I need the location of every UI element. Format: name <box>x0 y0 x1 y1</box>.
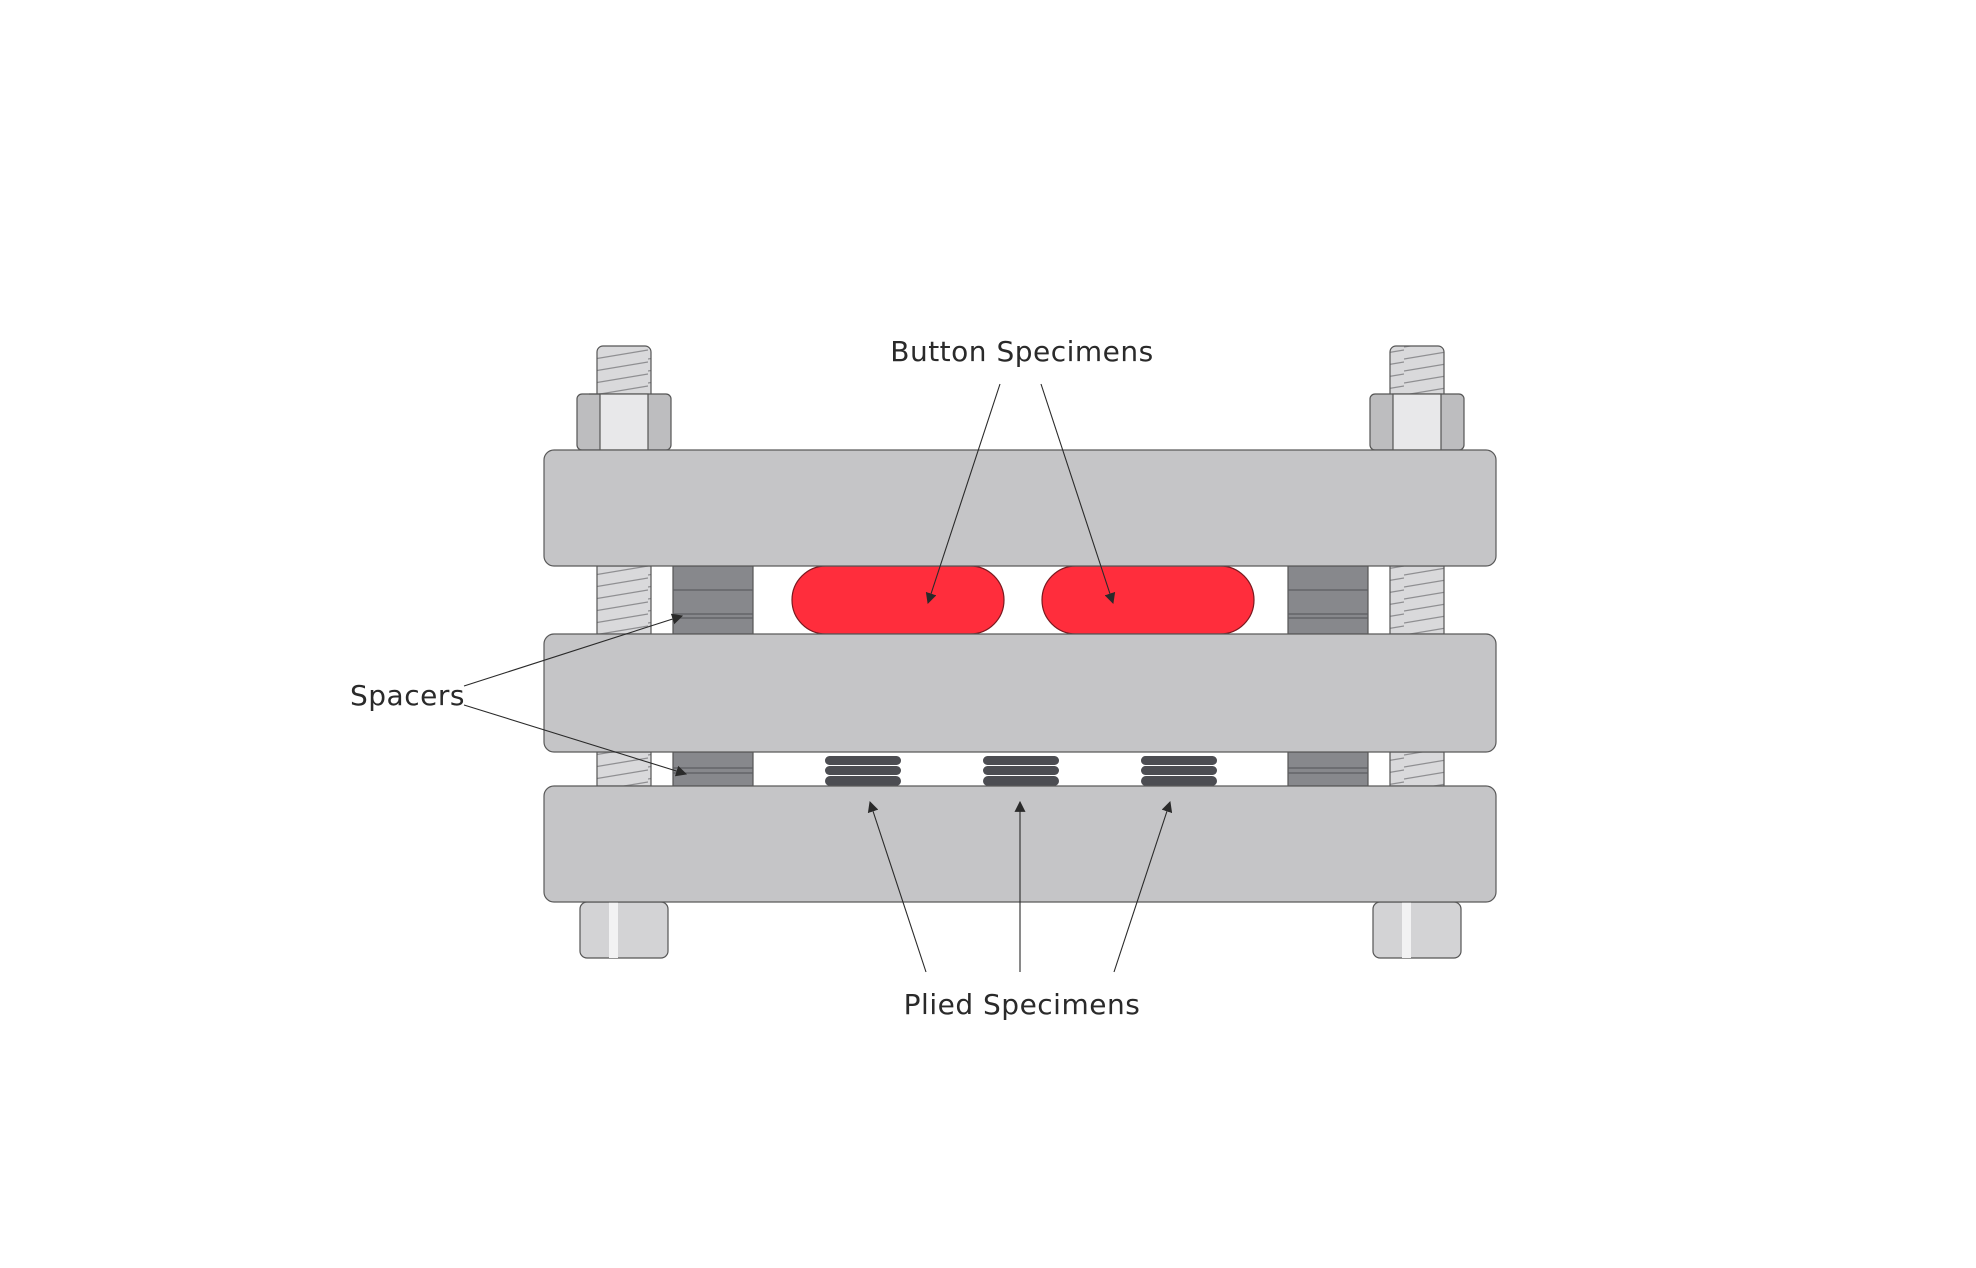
top-plate <box>543 449 1497 567</box>
left-top-hex-nut-icon <box>576 393 672 451</box>
left-bottom-hex-nut-icon <box>579 901 669 959</box>
right-bolt-shank-upper <box>1389 565 1445 635</box>
label-plied-specimens: Plied Specimens <box>904 988 1141 1021</box>
right-top-hex-nut-icon <box>1369 393 1465 451</box>
label-spacers: Spacers <box>350 679 465 712</box>
left-bolt-shank-upper <box>596 565 652 635</box>
callout-plied-specimen-right <box>1113 800 1173 973</box>
spacer-lower-left <box>672 751 754 787</box>
callout-spacer-upper <box>463 613 684 687</box>
middle-plate <box>543 633 1497 753</box>
callout-button-specimen-left <box>925 383 1001 605</box>
right-bolt-shank-lower <box>1389 751 1445 787</box>
spacer-lower-right <box>1287 751 1369 787</box>
spacer-upper-left <box>672 565 754 635</box>
left-bolt <box>576 345 672 959</box>
left-bolt-shank-lower <box>596 751 652 787</box>
callout-spacer-lower <box>463 704 688 777</box>
spacer-upper-right <box>1287 565 1369 635</box>
callout-button-specimen-right <box>1040 383 1116 605</box>
label-button-specimens: Button Specimens <box>890 335 1153 368</box>
button-specimen-left <box>791 565 1005 635</box>
plied-specimen-right <box>1141 756 1217 786</box>
callout-plied-specimen-left <box>867 800 927 973</box>
plied-specimen-left <box>825 756 901 786</box>
button-specimen-right <box>1041 565 1255 635</box>
plied-specimen-center <box>983 756 1059 786</box>
right-bottom-hex-nut-icon <box>1372 901 1462 959</box>
